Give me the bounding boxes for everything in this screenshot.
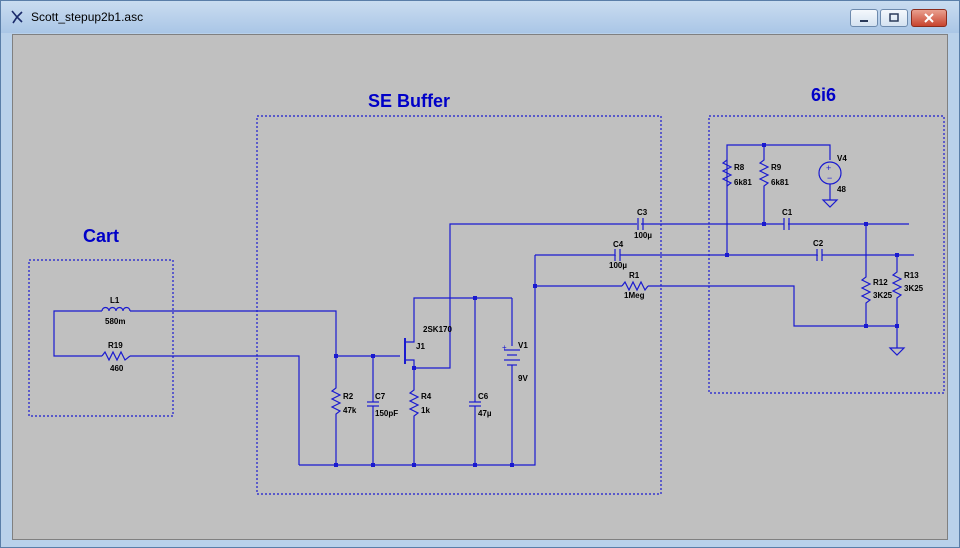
wire [130,355,300,465]
se-buffer-box [256,115,662,495]
C6-value: 47µ [478,409,492,418]
wire [414,223,909,369]
V4-value: 48 [837,185,846,194]
R1-name: R1 [629,271,640,280]
plus-icon: + [502,343,507,352]
R9-name: R9 [771,163,782,172]
resistor-R1[interactable] [621,280,649,292]
L1-name: L1 [110,296,120,305]
inductor-L1[interactable] [101,306,131,312]
R19-name: R19 [108,341,123,350]
C4-name: C4 [613,240,624,249]
R12-name: R12 [873,278,888,287]
V1-name: V1 [518,341,528,350]
minus-icon: − [827,173,832,183]
minimize-button[interactable] [850,9,878,27]
R4-value: 1k [421,406,430,415]
R8-name: R8 [734,163,745,172]
wire [648,285,897,327]
junctions [334,143,899,467]
capacitor-C2-gap [816,249,824,261]
C7-name: C7 [375,392,386,401]
resistor-R8[interactable] [721,159,733,187]
R13-name: R13 [904,271,919,280]
resistor-R9[interactable] [758,145,770,224]
wire [726,144,831,255]
C6-name: C6 [478,392,489,401]
wire [53,310,102,357]
V1-value: 9V [518,374,528,383]
R8-value: 6k81 [734,178,752,187]
L1-value: 580m [105,317,125,326]
plus-icon: + [826,163,831,173]
wire [405,297,512,343]
title-bar[interactable]: Scott_stepup2b1.asc [1,1,959,33]
schematic[interactable]: + − + Cart SE Buffer 6i6 L1 580m R19 460… [13,35,947,539]
label-se-buffer: SE Buffer [368,91,450,111]
ground-icon [888,347,906,356]
resistor-R4[interactable] [408,368,420,465]
ltspice-icon [11,10,23,24]
cart-box [28,259,174,417]
close-button[interactable] [911,9,947,27]
C4-value: 100µ [609,261,627,270]
window-title: Scott_stepup2b1.asc [31,10,144,24]
C1-name: C1 [782,208,793,217]
close-icon [924,13,934,23]
C3-value: 100µ [634,231,652,240]
C3-name: C3 [637,208,648,217]
R2-name: R2 [343,392,354,401]
wire [405,359,415,368]
R19-value: 460 [110,364,124,373]
wire [299,255,536,466]
resistor-R12[interactable] [860,224,872,326]
minimize-icon [860,20,868,22]
resistor-R19[interactable] [101,350,131,362]
R2-value: 47k [343,406,357,415]
J1-name: J1 [416,342,425,351]
R9-value: 6k81 [771,178,789,187]
label-6i6: 6i6 [811,85,836,105]
label-cart: Cart [83,226,119,246]
maximize-icon [889,13,899,22]
R12-value: 3K25 [873,291,893,300]
maximize-button[interactable] [880,9,908,27]
resistor-R13[interactable] [891,255,903,326]
resistor-R2[interactable] [330,356,342,465]
R13-value: 3K25 [904,284,924,293]
schematic-canvas[interactable]: + − + Cart SE Buffer 6i6 L1 580m R19 460… [12,34,948,540]
C2-name: C2 [813,239,824,248]
R4-name: R4 [421,392,432,401]
J1-value: 2SK170 [423,325,452,334]
wire [130,310,337,356]
R1-value: 1Meg [624,291,645,300]
C7-value: 150pF [375,409,398,418]
V4-name: V4 [837,154,847,163]
ground-icon [821,199,839,208]
